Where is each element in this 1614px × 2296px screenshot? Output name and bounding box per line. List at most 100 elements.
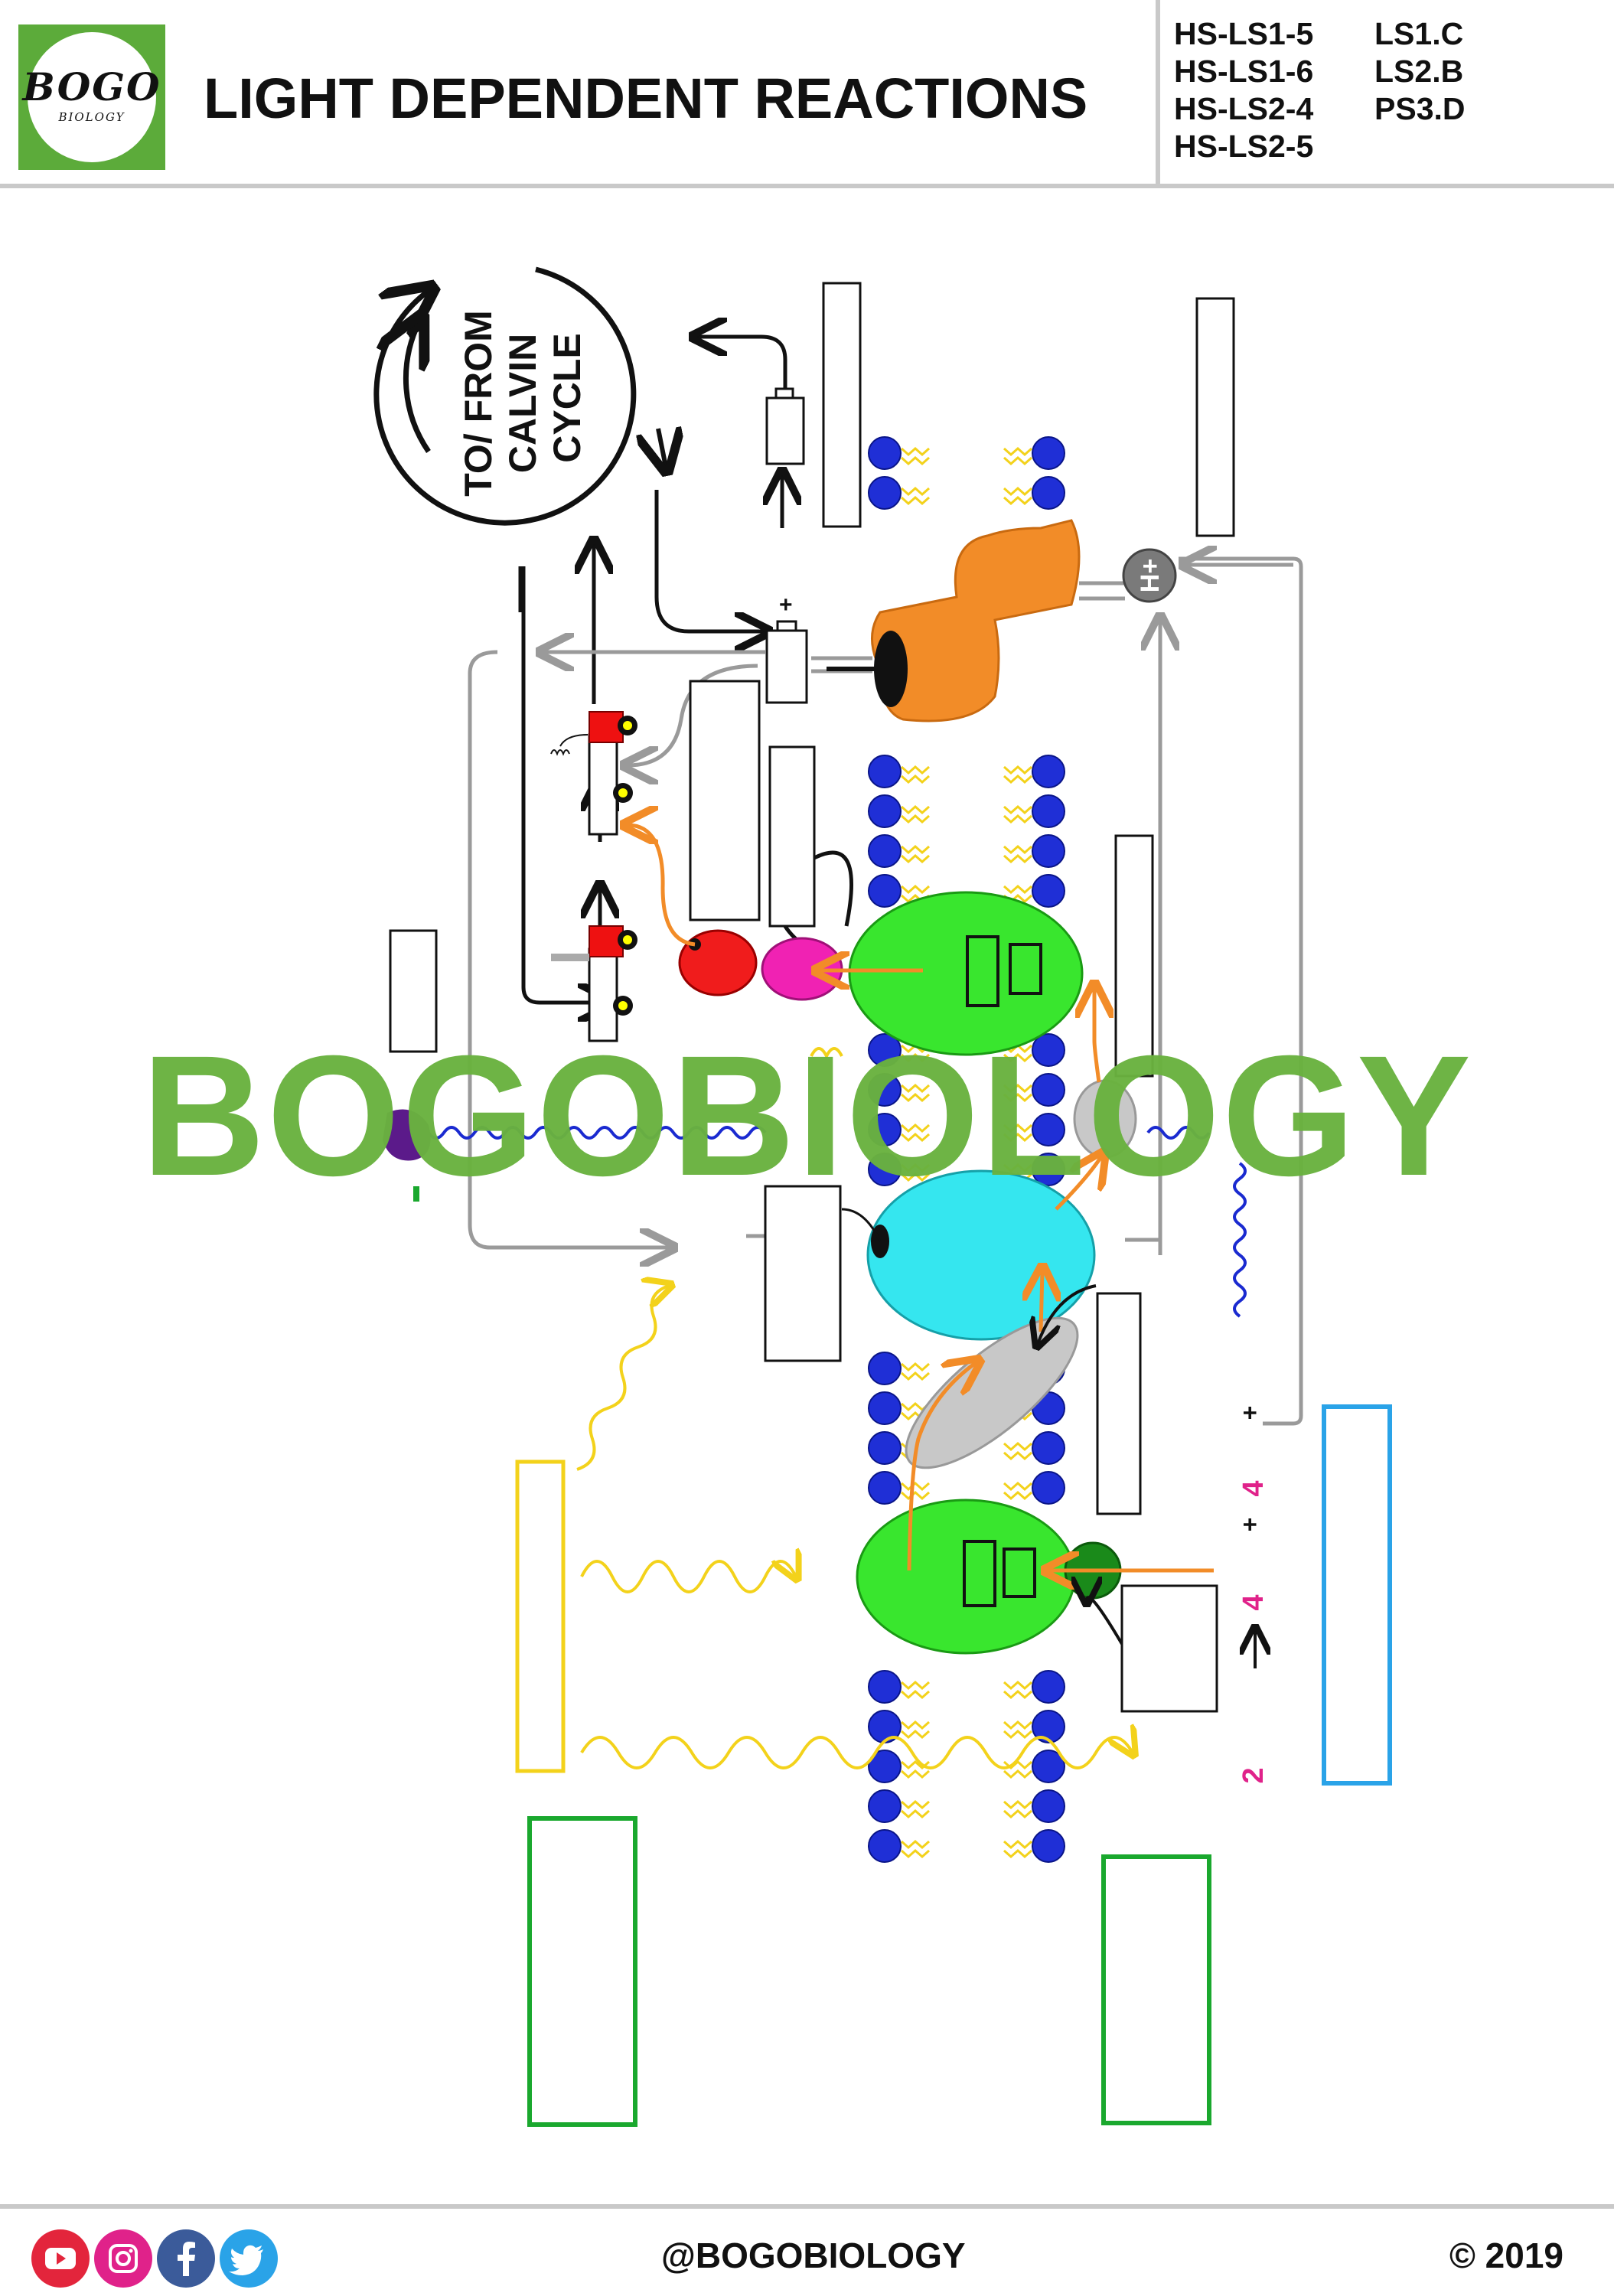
phospholipid-head [868, 476, 902, 510]
phospholipid-head [1032, 1153, 1065, 1186]
phospholipid-head [1032, 476, 1065, 510]
purple-molecule [383, 1109, 431, 1202]
calvin-label-line: TO/ FROM [457, 310, 500, 497]
copyright: © 2019 [1449, 2236, 1564, 2275]
phospholipid-head [1032, 794, 1065, 828]
phospholipid-head [868, 1391, 902, 1425]
phospholipid-head [1032, 874, 1065, 908]
lipid-tail [901, 1481, 930, 1501]
lipid-tail [901, 1760, 930, 1779]
phospholipid-head [868, 1153, 902, 1186]
phospholipid-head [1032, 1789, 1065, 1823]
lipid-tail [901, 1680, 930, 1700]
lipid-tail [1003, 1123, 1032, 1143]
light-rays [576, 1047, 1133, 1769]
hydrogen-ion: H+ [1122, 548, 1177, 603]
phospholipid-head [1032, 1033, 1065, 1067]
phospholipid-head [1032, 1670, 1065, 1704]
green-answer-boxes [527, 1816, 1211, 2127]
standard-code: HS-LS1-5 [1174, 16, 1314, 51]
phospholipid-head [1032, 1750, 1065, 1783]
lipid-tail [901, 1720, 930, 1740]
logo-subtext: BIOLOGY [58, 110, 126, 124]
lipid-tail [901, 765, 930, 784]
grey-flow-arrows [468, 559, 1303, 1426]
facebook-icon[interactable] [156, 2229, 216, 2288]
phospholipid-head [868, 1670, 902, 1704]
phospholipid-head [1032, 755, 1065, 788]
lipid-tail [901, 1799, 930, 1819]
phospholipid-head [868, 1431, 902, 1465]
lipid-tail [901, 446, 930, 466]
blue-answer-box [1322, 1404, 1392, 1786]
lipid-tail [901, 844, 930, 864]
standard-code: HS-LS2-5 [1174, 129, 1314, 164]
phospholipid-head [1032, 1710, 1065, 1743]
bogo-biology-logo: BOGO BIOLOGY [18, 24, 165, 170]
thylakoid-membrane [868, 436, 1065, 1863]
answer-boxes [389, 282, 1235, 1713]
page-title: LIGHT DEPENDENT REACTIONS [204, 67, 1088, 130]
h-ion-label: H+ [1136, 559, 1165, 592]
equation-digit: 2 [1237, 1767, 1270, 1783]
lipid-tail [901, 1362, 930, 1381]
twitter-icon[interactable] [219, 2229, 279, 2288]
phospholipid-head [868, 1789, 902, 1823]
lipid-tail [901, 1083, 930, 1103]
phospholipid-head [868, 755, 902, 788]
atp-synthase [827, 519, 1081, 722]
equation-digit: 4 [1237, 1594, 1270, 1610]
ferredoxin [678, 929, 758, 996]
phospholipid-head [868, 1750, 902, 1783]
phospholipid-head [1032, 1113, 1065, 1146]
lipid-tail [1003, 844, 1032, 864]
phospholipid-head [1032, 1073, 1065, 1107]
social-handle: @BOGOBIOLOGY [661, 2236, 966, 2275]
header-rule [0, 184, 1614, 188]
lipid-tail [1003, 804, 1032, 824]
lipid-tail [1003, 1799, 1032, 1819]
instagram-icon[interactable] [93, 2229, 153, 2288]
lipid-tail [901, 1839, 930, 1859]
calvin-cycle: TO/ FROM CALVIN CYCLE [373, 266, 666, 526]
atp-battery-icon: + [765, 387, 808, 704]
equation-digit: 4 [1237, 1480, 1270, 1496]
lipid-tail [1003, 446, 1032, 466]
phospholipid-head [868, 1113, 902, 1146]
quinone-arrow [1038, 1284, 1123, 1645]
lipid-tail [1003, 1720, 1032, 1740]
svg-text:TO/ FROM CALVIN CY: TO/ FROM CALVIN CYCLE [457, 299, 589, 496]
lipid-tail [1003, 1481, 1032, 1501]
phospholipid-head [868, 1073, 902, 1107]
lipid-tail [1003, 1839, 1032, 1859]
youtube-icon[interactable] [31, 2229, 90, 2288]
lipid-tail [1003, 1441, 1032, 1461]
phospholipid-head [868, 436, 902, 470]
nadph-carrier-lower [551, 925, 637, 1042]
lipid-tail [1003, 486, 1032, 506]
calvin-label-line: CALVIN [501, 334, 544, 473]
carbon-flow-arrows [518, 337, 853, 1003]
equation-plus: + [1236, 1406, 1263, 1420]
water-equation: + 4 + 4 2 [1236, 1406, 1270, 1784]
lipid-tail [1003, 1760, 1032, 1779]
plus-sign: + [779, 592, 793, 618]
calvin-label-line: CYCLE [546, 333, 589, 462]
phospholipid-head [1032, 1431, 1065, 1465]
lipid-tail [1003, 765, 1032, 784]
standards-column-2: LS1.C LS2.B PS3.D [1374, 15, 1466, 128]
standard-code: PS3.D [1374, 91, 1466, 126]
header-divider [1156, 0, 1160, 184]
watermark: BOGOBIOLOGY [141, 1020, 1473, 1212]
phospholipid-head [868, 874, 902, 908]
footer-rule [0, 2204, 1614, 2209]
standard-code: HS-LS2-4 [1174, 91, 1314, 126]
phospholipid-head [868, 1471, 902, 1505]
phospholipid-head [868, 1352, 902, 1385]
electron-wave [412, 1126, 1247, 1318]
photosystem-i [848, 891, 1084, 1056]
lipid-tail [1003, 1083, 1032, 1103]
page-header: BOGO BIOLOGY LIGHT DEPENDENT REACTIONS H… [0, 0, 1614, 188]
phospholipid-head [868, 1033, 902, 1067]
phospholipid-head [1032, 1471, 1065, 1505]
